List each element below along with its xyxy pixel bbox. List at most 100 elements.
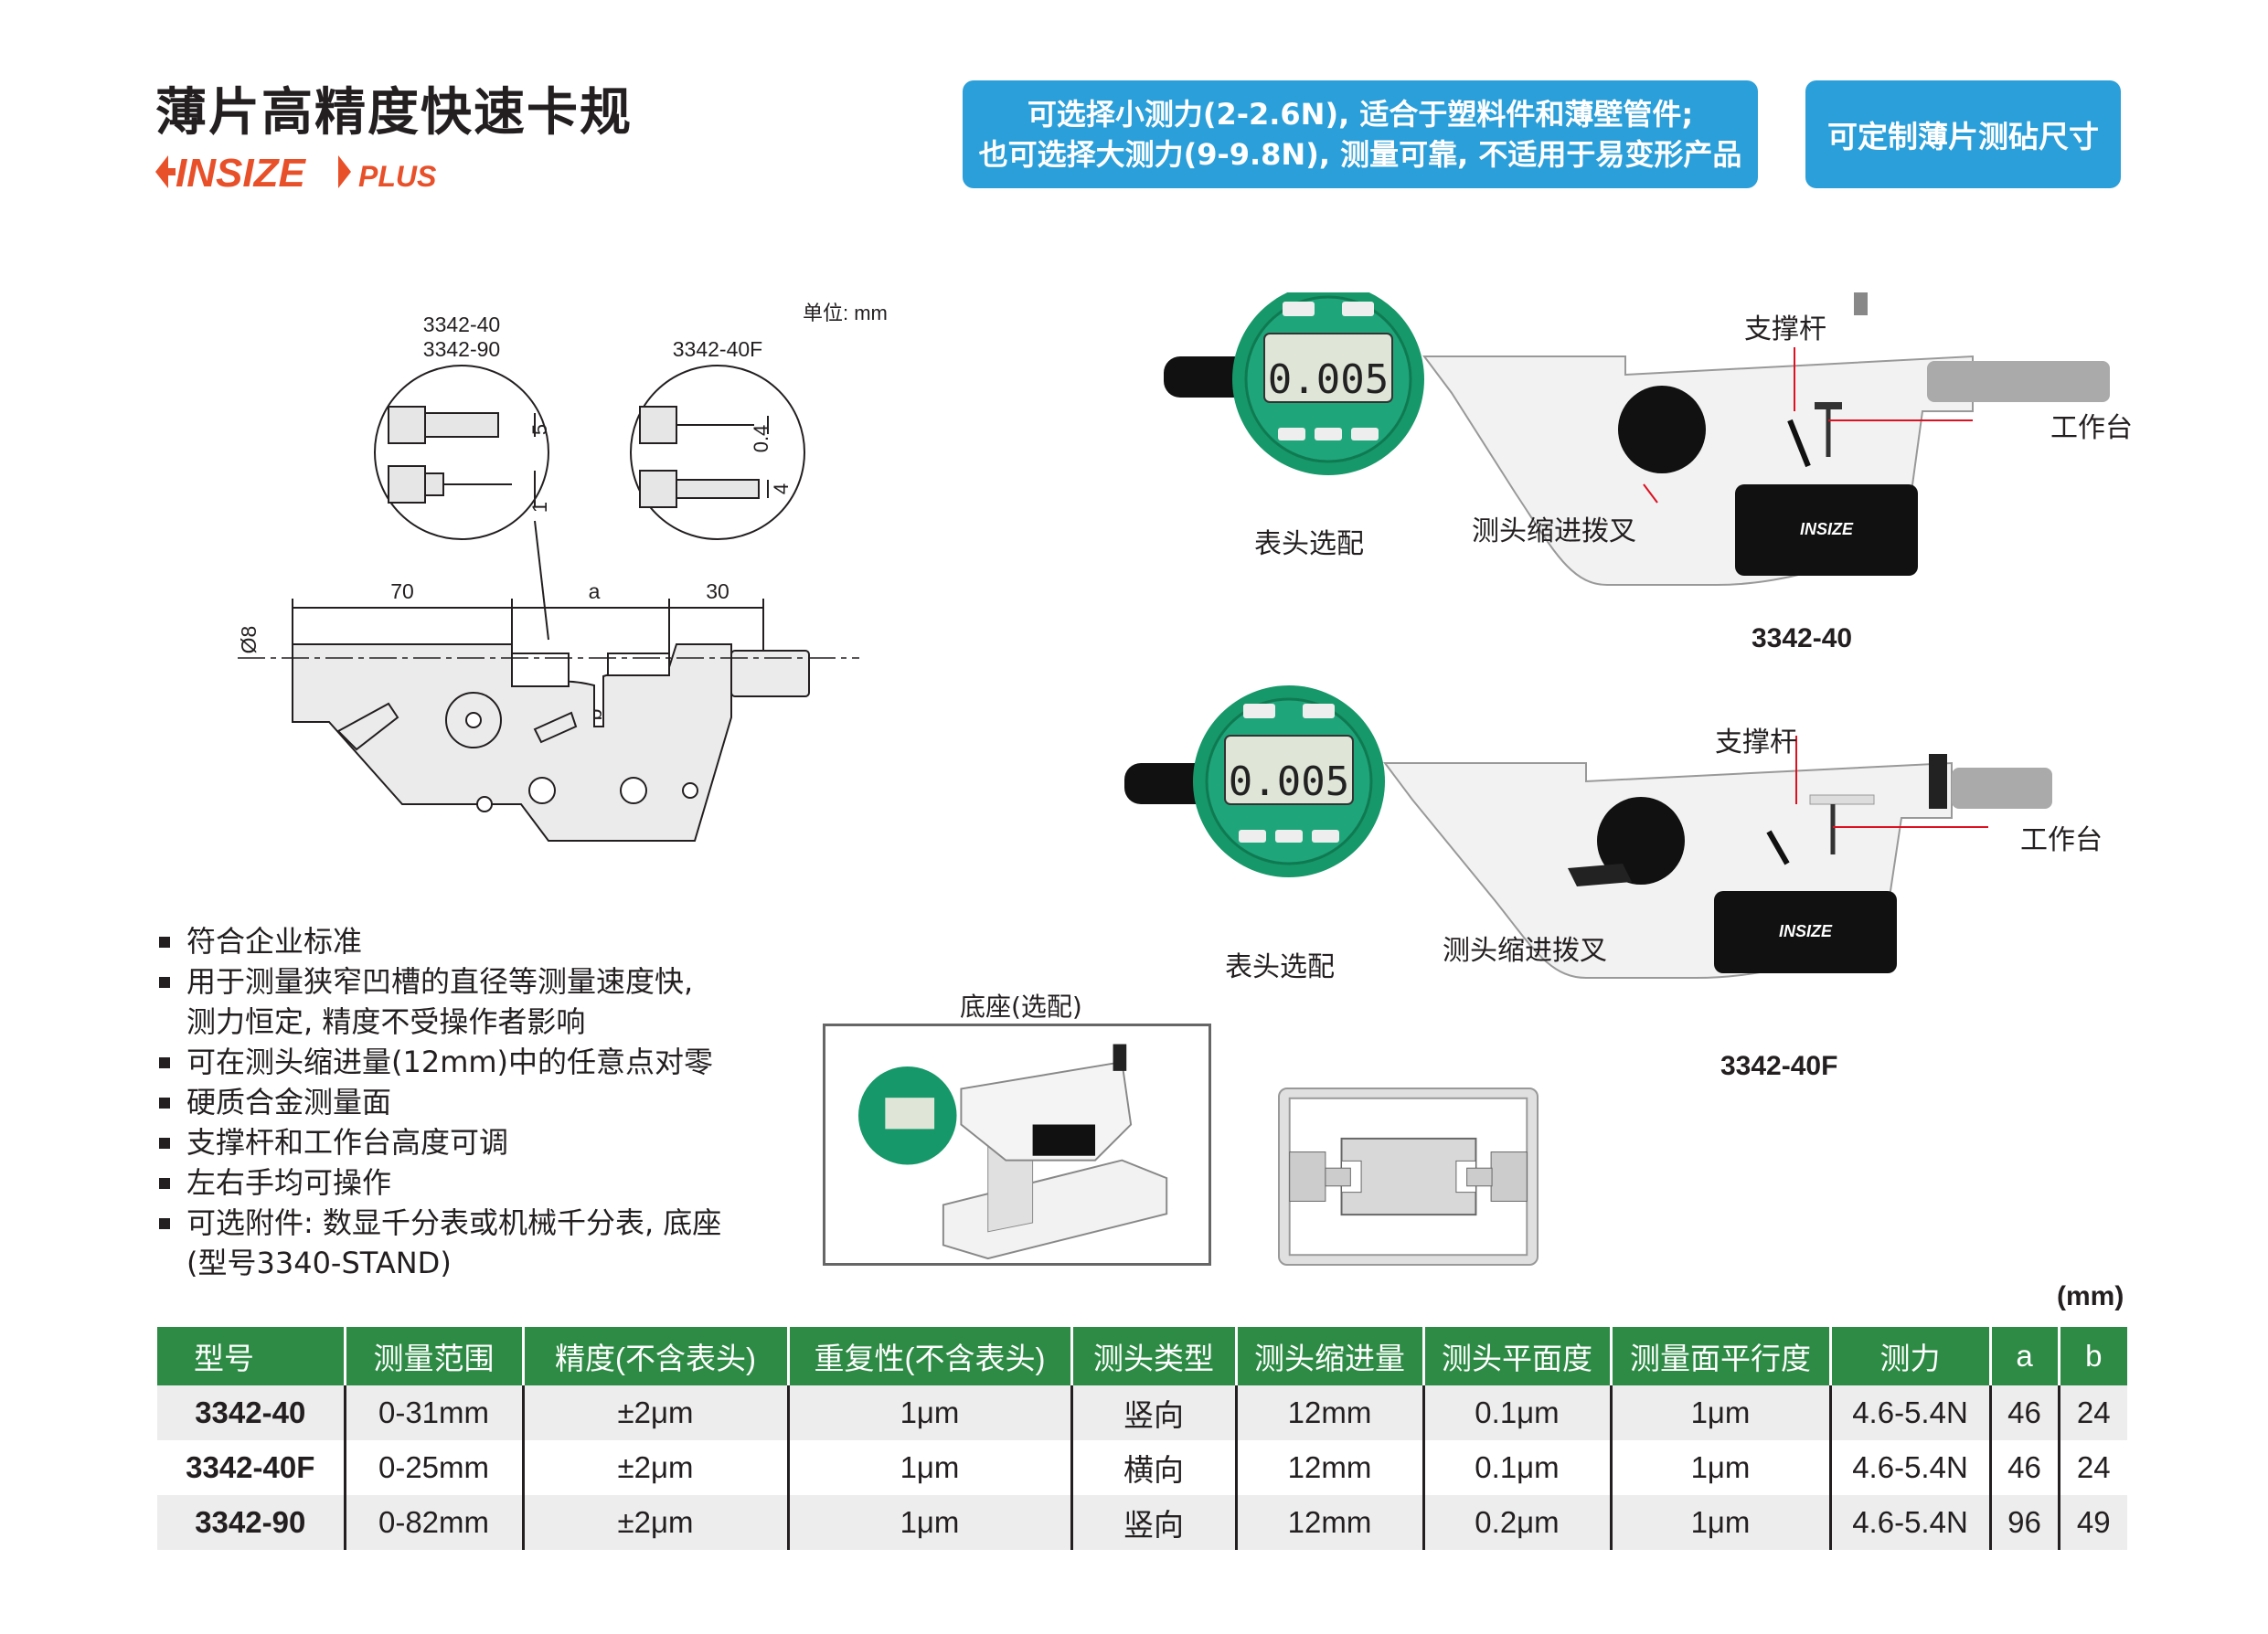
col-model: 型号 <box>157 1327 345 1385</box>
cell: 0-25mm <box>343 1440 523 1495</box>
dim-4: 4 <box>770 483 793 494</box>
cell: 12mm <box>1234 1495 1423 1550</box>
cell: 4.6-5.4N <box>1828 1440 1990 1495</box>
feature-item: 支撑杆和工作台高度可调 <box>157 1122 852 1162</box>
label-head-option-1: 表头选配 <box>1254 528 1364 560</box>
cell: 49 <box>2057 1495 2127 1550</box>
brand-logo: INSIZE PLUS <box>155 151 437 196</box>
detail2-model: 3342-40F <box>673 337 762 361</box>
brand-suffix: PLUS <box>358 160 437 193</box>
cell: ±2μm <box>521 1495 788 1550</box>
cell: ±2μm <box>521 1440 788 1495</box>
cell: 0.2μm <box>1421 1495 1611 1550</box>
custom-anvil-callout: 可定制薄片测砧尺寸 <box>1805 80 2121 188</box>
col-parallelism: 测量面平行度 <box>1609 1327 1830 1385</box>
cell: 1μm <box>786 1385 1071 1440</box>
dim-0-4: 0.4 <box>750 425 772 453</box>
digital-indicator: 0.005 <box>1193 685 1385 877</box>
cell: 4.6-5.4N <box>1828 1385 1990 1440</box>
col-force: 测力 <box>1828 1327 1990 1385</box>
feature-item: 符合企业标准 <box>157 921 852 961</box>
cell: 0-82mm <box>343 1495 523 1550</box>
cell: 1μm <box>786 1440 1071 1495</box>
technical-drawing: 单位: mm 3342-40 3342-90 3342-40F 5 1 0.4 … <box>237 302 888 842</box>
detail1-model-b: 3342-90 <box>423 337 500 361</box>
table-header-row: 型号 测量范围 精度(不含表头) 重复性(不含表头) 测头类型 测头缩进量 测头… <box>157 1327 2127 1385</box>
stand-label: 底座(选配) <box>960 992 1082 1022</box>
dim-30: 30 <box>706 579 729 603</box>
cell: 46 <box>1988 1440 2059 1495</box>
cell: 0-31mm <box>343 1385 523 1440</box>
label-support-rod-2: 支撑杆 <box>1715 727 1797 759</box>
table-row: 3342-40F 0-25mm ±2μm 1μm 横向 12mm 0.1μm 1… <box>157 1440 2127 1495</box>
model-label-1: 3342-40 <box>1752 623 1853 653</box>
feature-item: 左右手均可操作 <box>157 1162 852 1203</box>
feature-item-continued: 测力恒定, 精度不受操作者影响 <box>186 1004 586 1039</box>
gauge-outline <box>292 643 810 842</box>
col-retraction: 测头缩进量 <box>1234 1327 1423 1385</box>
cell: 竖向 <box>1070 1495 1236 1550</box>
table-row: 3342-90 0-82mm ±2μm 1μm 竖向 12mm 0.2μm 1μ… <box>157 1495 2127 1550</box>
feature-item: 用于测量狭窄凹槽的直径等测量速度快, <box>157 961 852 1002</box>
spec-table: 型号 测量范围 精度(不含表头) 重复性(不含表头) 测头类型 测头缩进量 测头… <box>157 1327 2127 1550</box>
detail1-model-a: 3342-40 <box>423 313 500 336</box>
model-label-2: 3342-40F <box>1720 1051 1838 1081</box>
label-worktable-2: 工作台 <box>2020 824 2103 856</box>
product-photo-3342-40: 0.005 INSIZE <box>1164 292 2110 586</box>
label-support-rod-1: 支撑杆 <box>1744 313 1826 345</box>
product-badge-brand: INSIZE <box>1779 922 1833 940</box>
groove-diagram <box>1278 1088 1539 1266</box>
cell: 12mm <box>1234 1385 1423 1440</box>
col-b: b <box>2057 1327 2127 1385</box>
cell: ±2μm <box>521 1385 788 1440</box>
gauge-display-value: 0.005 <box>1229 759 1349 805</box>
detail-circle-horizontal <box>630 365 805 540</box>
dim-1: 1 <box>528 502 551 513</box>
dim-5: 5 <box>528 424 551 435</box>
label-fork-2: 测头缩进拨叉 <box>1443 935 1607 967</box>
cell: 24 <box>2057 1440 2127 1495</box>
force-callout-line1: 可选择小测力(2-2.6N), 适合于塑料件和薄壁管件; <box>1027 97 1694 132</box>
stand-photo <box>823 1024 1211 1266</box>
dim-a: a <box>589 579 601 603</box>
col-a: a <box>1988 1327 2059 1385</box>
product-badge-brand: INSIZE <box>1800 520 1854 538</box>
force-option-callout: 可选择小测力(2-2.6N), 适合于塑料件和薄壁管件; 也可选择大测力(9-9… <box>963 80 1758 188</box>
feature-item-continued: (型号3340-STAND) <box>186 1246 452 1280</box>
digital-indicator: 0.005 <box>1232 292 1424 475</box>
cell: 1μm <box>786 1495 1071 1550</box>
cell: 96 <box>1988 1495 2059 1550</box>
label-fork-1: 测头缩进拨叉 <box>1472 515 1636 547</box>
label-worktable-1: 工作台 <box>2050 412 2133 444</box>
unit-note: 单位: mm <box>803 302 888 324</box>
table-row: 3342-40 0-31mm ±2μm 1μm 竖向 12mm 0.1μm 1μ… <box>157 1385 2127 1440</box>
cell: 24 <box>2057 1385 2127 1440</box>
cell: 3342-40F <box>157 1440 345 1495</box>
cell: 4.6-5.4N <box>1828 1495 1990 1550</box>
col-range: 测量范围 <box>343 1327 523 1385</box>
cell: 46 <box>1988 1385 2059 1440</box>
feature-item: 硬质合金测量面 <box>157 1082 852 1122</box>
col-repeatability: 重复性(不含表头) <box>786 1327 1071 1385</box>
cell: 0.1μm <box>1421 1385 1611 1440</box>
dim-70: 70 <box>390 579 414 603</box>
cell: 0.1μm <box>1421 1440 1611 1495</box>
table-unit: (mm) <box>2057 1281 2124 1311</box>
detail-circle-vertical <box>374 365 549 540</box>
col-accuracy: 精度(不含表头) <box>521 1327 788 1385</box>
feature-item: 可在测头缩进量(12mm)中的任意点对零 <box>157 1042 852 1082</box>
label-head-option-2: 表头选配 <box>1225 951 1335 983</box>
gauge-display-value: 0.005 <box>1268 356 1389 403</box>
dim-dia8: Ø8 <box>237 626 261 654</box>
cell: 1μm <box>1609 1495 1830 1550</box>
cell: 1μm <box>1609 1385 1830 1440</box>
cell: 12mm <box>1234 1440 1423 1495</box>
cell: 竖向 <box>1070 1385 1236 1440</box>
force-callout-line2: 也可选择大测力(9-9.8N), 测量可靠, 不适用于易变形产品 <box>978 137 1742 172</box>
feature-item: 可选附件: 数显千分表或机械千分表, 底座 <box>157 1203 852 1243</box>
cell: 横向 <box>1070 1440 1236 1495</box>
cell: 1μm <box>1609 1440 1830 1495</box>
product-photo-3342-40F: 0.005 INSIZE <box>1124 685 2052 979</box>
cell: 3342-40 <box>157 1385 345 1440</box>
col-probe-type: 测头类型 <box>1070 1327 1236 1385</box>
